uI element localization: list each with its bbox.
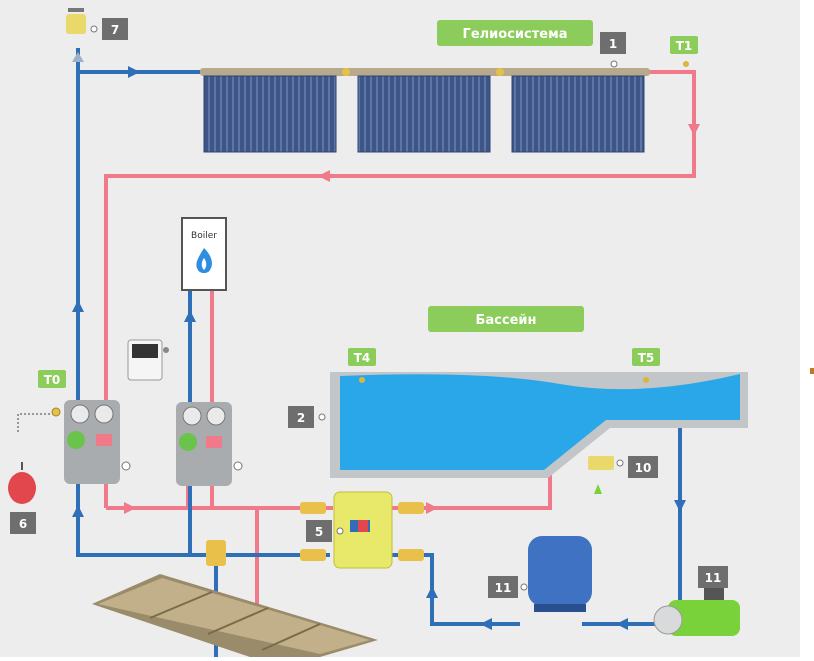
solar-collector-3 [511, 75, 645, 153]
arrow-down-pool [674, 500, 686, 512]
marker-7-label: 7 [111, 23, 119, 37]
red-tank-icon [8, 462, 36, 504]
boiler-label: Boiler [191, 231, 217, 241]
dosing-device [588, 456, 614, 494]
valve-1 [300, 502, 326, 514]
arrow-left-hot [318, 170, 330, 182]
marker-5-label: 5 [315, 525, 323, 539]
pool-title-bg [428, 306, 584, 332]
arrow-left-pump [616, 618, 628, 630]
boiler: Boiler [181, 217, 227, 291]
cold-pipe-left-riser [76, 72, 330, 557]
marker-1-label: 1 [609, 37, 617, 51]
flow-arrows [72, 52, 700, 630]
marker-11-filter-label: 11 [495, 581, 512, 595]
arrow-right-top [128, 66, 140, 78]
arrow-up-left [72, 300, 84, 312]
collector-joint-1 [342, 68, 350, 76]
pool-title: Бассейн [475, 313, 536, 328]
sensor-t0: T0 [38, 370, 66, 388]
marker-10-label: 10 [635, 461, 652, 475]
solar-system-title-bg [437, 20, 593, 46]
marker-11-pump: 11 [698, 566, 728, 588]
boiler-body [181, 217, 227, 291]
collector-header [200, 68, 650, 76]
air-vent-icon [66, 8, 86, 34]
pump-group-solar [64, 400, 131, 484]
right-margin [800, 0, 814, 657]
sensor-t1-label: T1 [676, 39, 693, 53]
marker-7: 7 [90, 18, 128, 40]
solar-collector-1 [203, 75, 337, 153]
filter-tank-icon [528, 536, 592, 612]
pool [330, 372, 748, 478]
arrow-up-exch-return [426, 586, 438, 598]
sensor-t4-label: T4 [354, 351, 371, 365]
marker-6: 6 [10, 512, 36, 534]
marker-2: 2 [288, 406, 326, 428]
marker-2-label: 2 [297, 411, 305, 425]
arrow-down-collector [688, 124, 700, 136]
arrow-right-hot-bottom [124, 502, 136, 514]
valve-2 [398, 502, 424, 514]
solar-system-title: Гелиосистема [463, 27, 568, 42]
arrow-up-left-low [72, 505, 84, 517]
arrow-left-filter [480, 618, 492, 630]
heat-exchanger-icon [333, 491, 393, 569]
marker-11-pump-label: 11 [705, 571, 722, 585]
sensor-t5: T5 [632, 348, 660, 383]
safety-group [17, 407, 61, 432]
hot-pipe-collector-out [104, 70, 696, 508]
sensor-t5-label: T5 [638, 351, 655, 365]
marker-11-filter: 11 [488, 576, 528, 598]
dot-marker [810, 368, 814, 374]
pump-icon [653, 586, 740, 636]
solar-collector-2 [357, 75, 491, 153]
marker-1: 1 [600, 32, 626, 68]
sensor-t0-label: T0 [44, 373, 61, 387]
valve-3 [300, 549, 326, 561]
collector-joint-2 [496, 68, 504, 76]
arrow-right-hot-exch [426, 502, 438, 514]
pump-group-boiler [176, 402, 243, 486]
hot-pipes [104, 70, 696, 657]
marker-5: 5 [306, 520, 344, 542]
arrow-up-air [72, 52, 84, 62]
valve-4 [398, 549, 424, 561]
ground-collector [92, 574, 378, 657]
controller-icon [127, 339, 169, 381]
valve-ground [206, 540, 226, 566]
marker-10: 10 [616, 456, 658, 478]
arrow-up-boiler [184, 310, 196, 322]
sensor-t4: T4 [348, 348, 376, 383]
pool-water [340, 374, 740, 470]
valves [206, 502, 424, 566]
solar-collectors [200, 68, 650, 153]
marker-6-label: 6 [19, 517, 27, 531]
sensor-t1: T1 [670, 36, 698, 67]
